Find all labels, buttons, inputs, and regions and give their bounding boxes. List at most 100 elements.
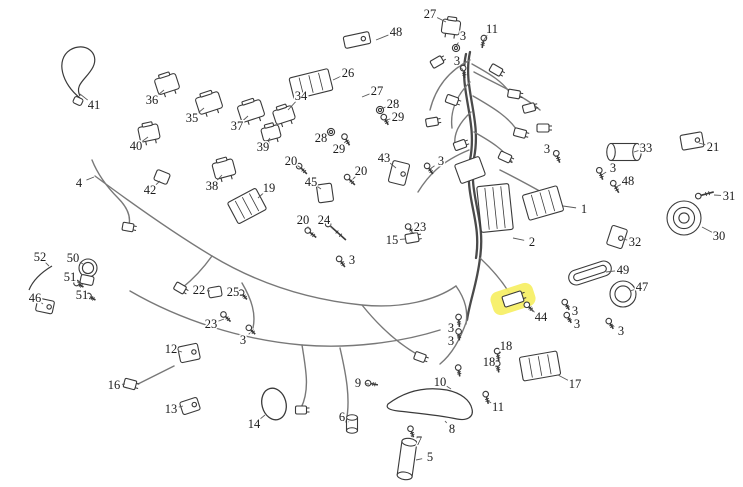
callout-leader: [248, 332, 251, 335]
harness-connector: [425, 116, 442, 128]
bracket-21: [679, 131, 705, 151]
harness-wire: [417, 149, 470, 193]
bracket-42: [153, 169, 171, 185]
relay-40: [137, 121, 161, 146]
callout-leader: [380, 106, 386, 110]
part-number-label: 23: [205, 317, 218, 331]
bracket-46: [35, 297, 55, 315]
callout-leader: [79, 261, 84, 265]
ecu-26: [288, 68, 334, 100]
bolt-31: [694, 191, 714, 200]
part-number-label: 18: [500, 339, 513, 353]
part-number-label: 29: [392, 110, 405, 124]
callout-leader: [482, 35, 488, 42]
part-number-label: 48: [622, 174, 635, 188]
part-number-label: 12: [165, 342, 178, 356]
callout-leader: [436, 17, 447, 23]
part-number-label: 43: [378, 151, 391, 165]
bolt-3: [455, 328, 462, 341]
coil-5: [396, 437, 418, 481]
relay-35: [195, 89, 223, 117]
callout-leader: [415, 458, 423, 461]
cable-52: [28, 265, 53, 291]
oil-filter-33: [606, 142, 642, 162]
part-number-label: 4: [76, 176, 83, 190]
connector-15: [404, 232, 422, 244]
sensor-22: [207, 285, 223, 299]
callout-leader: [498, 351, 502, 355]
battery-bracket-2: [476, 183, 514, 233]
bolt-48: [609, 179, 620, 194]
bolt-23: [404, 223, 415, 234]
part-number-label: 3: [618, 324, 624, 338]
part-number-label: 33: [640, 141, 653, 155]
relay-34: [272, 103, 296, 128]
callout-leader: [605, 270, 616, 273]
callout-leader: [429, 165, 435, 170]
part-number-label: 30: [713, 229, 726, 243]
part-number-label: 3: [448, 321, 454, 335]
bolt-3: [423, 162, 434, 175]
part-number-label: 29: [333, 142, 346, 156]
callout-leader: [552, 153, 557, 158]
bolt-3: [245, 324, 256, 335]
harness-wire: [439, 319, 468, 365]
harness-connector: [294, 405, 310, 415]
callout-leader: [455, 42, 459, 47]
harness-connector: [488, 63, 506, 77]
harness-wire: [91, 159, 131, 226]
part-number-label: 24: [318, 213, 331, 227]
bolt-20: [295, 162, 308, 175]
nut-28: [326, 127, 336, 137]
harness-wire: [472, 95, 519, 133]
callout-leader: [76, 281, 80, 284]
callout-leader: [142, 136, 149, 142]
bolt-18: [493, 347, 501, 362]
part-number-label: 9: [355, 376, 361, 390]
harness-wire: [137, 365, 175, 385]
part-number-label: 27: [424, 7, 437, 21]
part-number-label: 3: [544, 142, 550, 156]
relay-36: [154, 71, 180, 98]
part-number-label: 51: [64, 270, 77, 284]
callout-leader: [267, 137, 271, 141]
part-number-label: 1: [581, 202, 587, 216]
part-number-label: 50: [67, 251, 80, 265]
part-number-label: 51: [76, 288, 89, 302]
connector-44: [501, 290, 527, 308]
part-number-label: 28: [315, 131, 328, 145]
part-number-label: 19: [263, 181, 276, 195]
part-number-label: 37: [231, 119, 244, 133]
callout-leader: [79, 93, 88, 101]
harness-connector: [521, 102, 539, 114]
callout-leader: [375, 34, 389, 41]
callout-leader: [157, 89, 165, 96]
switch-base: [79, 274, 95, 286]
callout-leader: [178, 405, 184, 408]
part-number-label: 3: [574, 317, 580, 331]
cable-end-connector: [72, 96, 84, 106]
part-number-label: 10: [434, 375, 447, 389]
part-number-label: 7: [416, 434, 422, 448]
part-number-label: 21: [707, 140, 720, 154]
bolt-25: [237, 289, 248, 300]
bolt-11: [482, 390, 490, 405]
part-number-label: 22: [193, 283, 206, 297]
part-number-label: 38: [206, 179, 219, 193]
part-number-label: 27: [371, 84, 384, 98]
bolt-18: [493, 360, 501, 373]
callout-leader: [528, 307, 535, 313]
part-number-label: 3: [448, 334, 454, 348]
part-number-label: 5: [427, 450, 433, 464]
callout-leader: [41, 302, 44, 305]
wire-loop-14: [261, 387, 287, 421]
part-number-label: 39: [257, 140, 270, 154]
callout-leader: [611, 324, 615, 327]
part-number-label: 3: [240, 333, 246, 347]
bolt-10: [454, 364, 462, 377]
harness-wire: [479, 257, 511, 295]
bolt-3: [561, 298, 570, 311]
callout-leader: [446, 385, 452, 390]
stand-bracket-8-10: [386, 388, 473, 421]
